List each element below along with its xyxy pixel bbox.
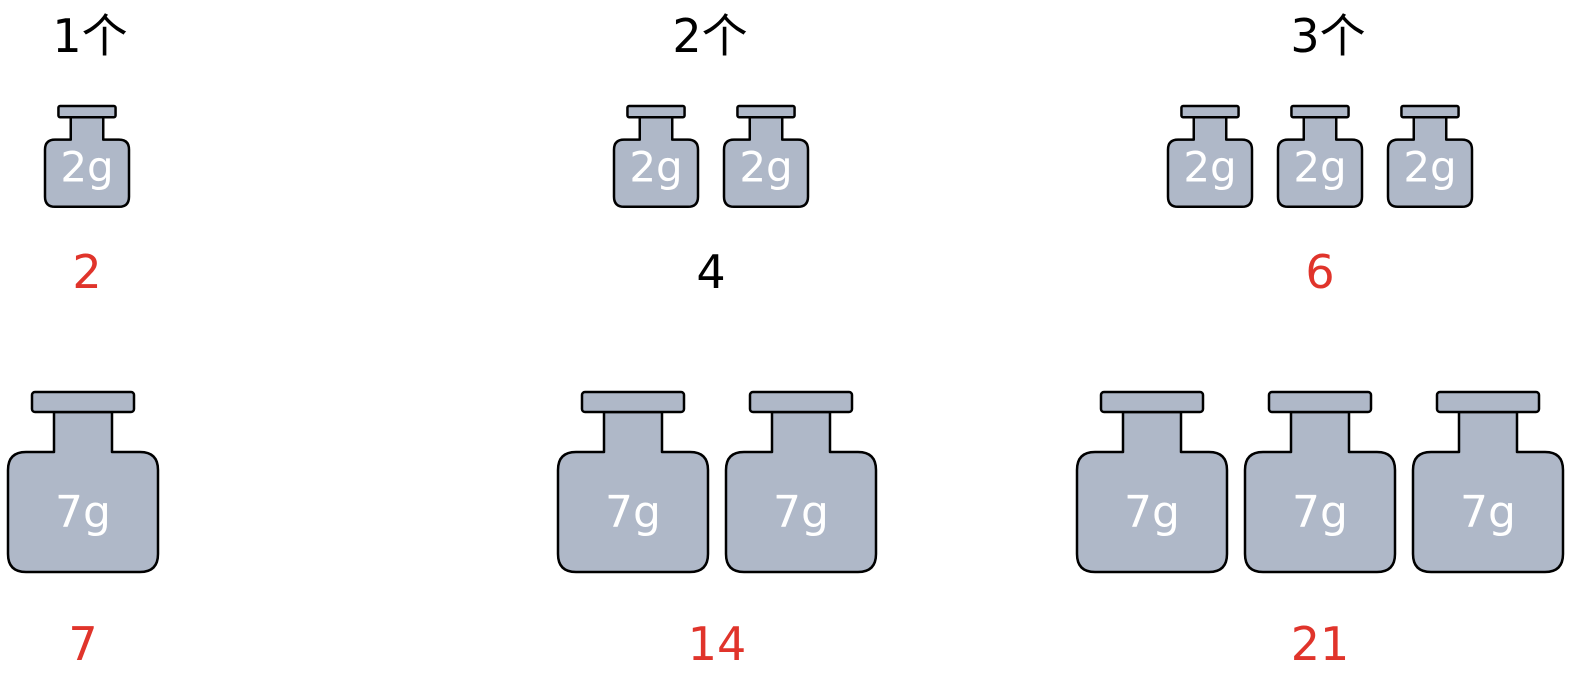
weights-row-large: 7g 7 7g 7g 14 7g 7g 7g 21: [6, 390, 1565, 671]
weight-2g-group3-1: 2g: [1166, 104, 1254, 209]
weight-body: [1075, 410, 1229, 574]
weight-body: [1276, 115, 1364, 209]
weight-body: [722, 115, 810, 209]
weight-label: 7g: [605, 487, 661, 538]
weight-label: 2g: [1183, 143, 1236, 192]
weight-body: [556, 410, 710, 574]
weight-cap: [1435, 390, 1541, 414]
weight-2g-group2-1: 2g: [612, 104, 700, 209]
weight-7g-group3-1: 7g: [1075, 390, 1229, 574]
weight-cap: [1099, 390, 1205, 414]
weight-label: 2g: [60, 143, 113, 192]
weight-label: 7g: [1124, 487, 1180, 538]
weight-7g-group3-3: 7g: [1411, 390, 1565, 574]
weight-body: [1166, 115, 1254, 209]
weight-body: [724, 410, 878, 574]
weights-row-small: 2g 2 2g 2g 4 2g 2g 2g 6: [43, 104, 1474, 299]
weight-body: [1243, 410, 1397, 574]
weight-2g-group3-2: 2g: [1276, 104, 1364, 209]
weight-label: 7g: [773, 487, 829, 538]
weight-cap: [736, 104, 796, 119]
total-label-7g-group1: 7: [68, 617, 97, 671]
total-label-7g-group3: 21: [1291, 617, 1350, 671]
total-label-2g-group3: 6: [1305, 245, 1334, 299]
weight-label: 2g: [739, 143, 792, 192]
weight-cap: [580, 390, 686, 414]
weight-7g-group2-1: 7g: [556, 390, 710, 574]
weight-cap: [57, 104, 117, 119]
weight-label: 2g: [1293, 143, 1346, 192]
weight-cap: [626, 104, 686, 119]
count-label-1: 1个: [52, 9, 127, 63]
weight-label: 7g: [1460, 487, 1516, 538]
count-label-2: 2个: [672, 9, 747, 63]
weight-cap: [1267, 390, 1373, 414]
weight-7g-group1-1: 7g: [6, 390, 160, 574]
weight-cap: [748, 390, 854, 414]
total-label-7g-group2: 14: [688, 617, 747, 671]
weight-cap: [30, 390, 136, 414]
weight-7g-group2-2: 7g: [724, 390, 878, 574]
weight-label: 7g: [55, 487, 111, 538]
weight-2g-group3-3: 2g: [1386, 104, 1474, 209]
total-label-2g-group2: 4: [696, 245, 725, 299]
weight-label: 2g: [1403, 143, 1456, 192]
weight-2g-group2-2: 2g: [722, 104, 810, 209]
weight-label: 2g: [629, 143, 682, 192]
weight-body: [1411, 410, 1565, 574]
weight-label: 7g: [1292, 487, 1348, 538]
weight-cap: [1180, 104, 1240, 119]
weight-body: [6, 410, 160, 574]
weight-cap: [1290, 104, 1350, 119]
count-label-3: 3个: [1290, 9, 1365, 63]
weight-cap: [1400, 104, 1460, 119]
weight-body: [612, 115, 700, 209]
total-label-2g-group1: 2: [72, 245, 101, 299]
weight-2g-group1-1: 2g: [43, 104, 131, 209]
weight-body: [1386, 115, 1474, 209]
weight-body: [43, 115, 131, 209]
weight-7g-group3-2: 7g: [1243, 390, 1397, 574]
